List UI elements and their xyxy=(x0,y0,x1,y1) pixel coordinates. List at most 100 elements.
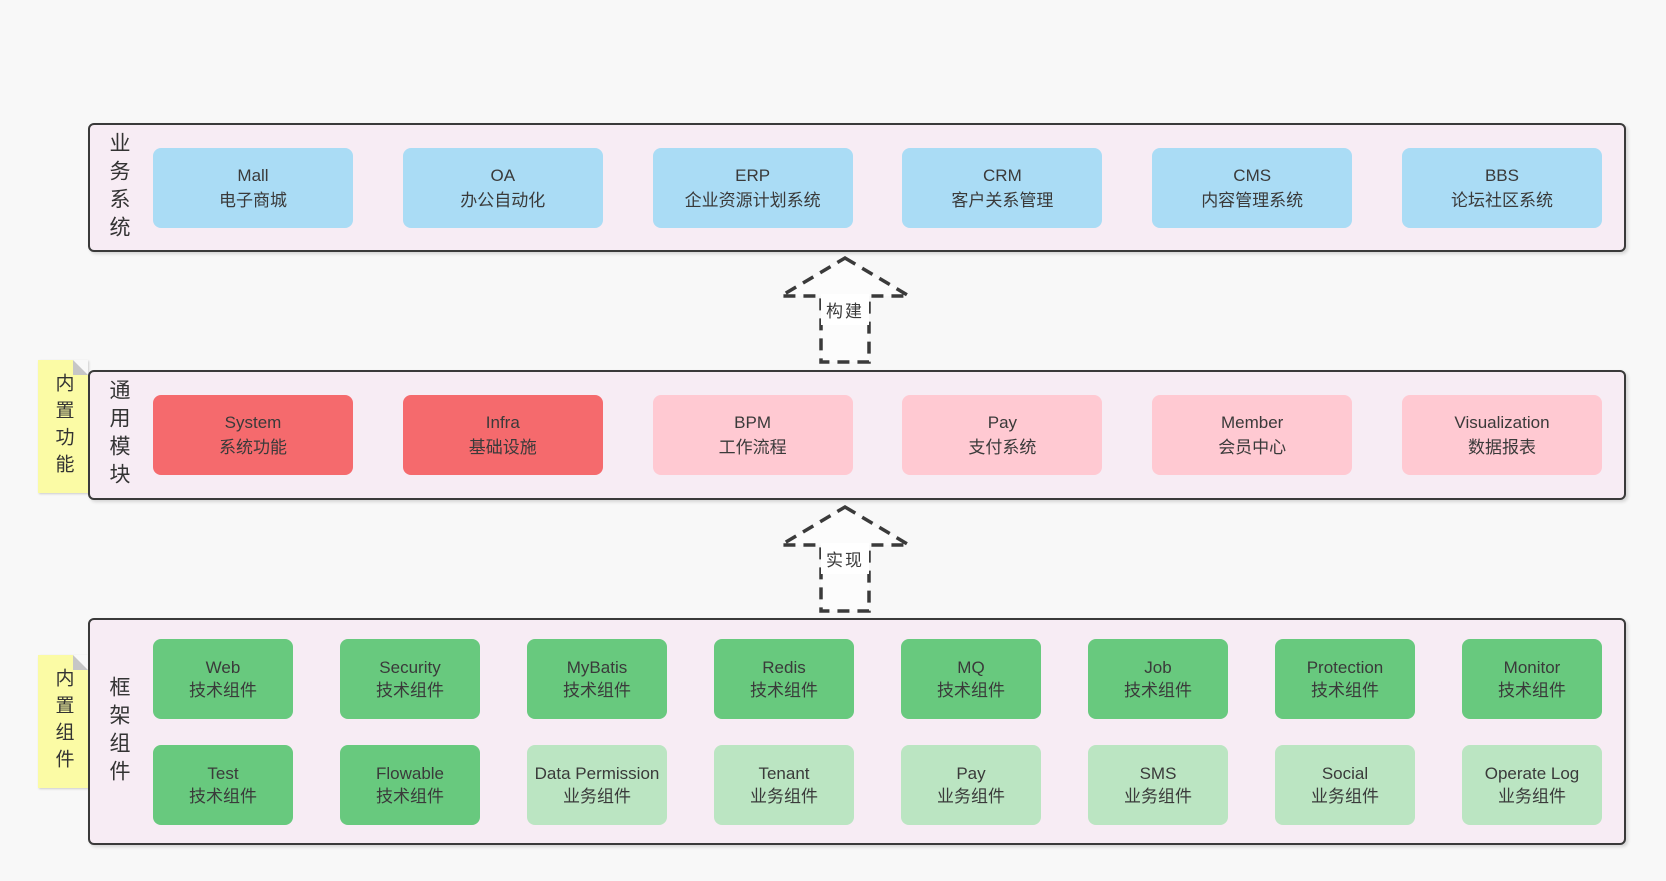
box-name: BPM xyxy=(734,413,772,432)
box-name: Monitor xyxy=(1503,657,1561,677)
component-row-tech: Web 技术组件 Security 技术组件 MyBatis 技术组件 Redi… xyxy=(153,638,1602,719)
box-name: Redis xyxy=(762,657,806,677)
box-name: Web xyxy=(205,657,241,677)
box-name: ERP xyxy=(735,165,771,185)
box-desc: 电子商城 xyxy=(219,190,287,210)
box-member: Member 会员中心 xyxy=(1152,395,1353,475)
box-redis: Redis 技术组件 xyxy=(714,638,854,719)
box-desc: 业务组件 xyxy=(750,786,818,806)
business-boxes-row: Mall 电子商城 OA 办公自动化 ERP 企业资源计划系统 CRM 客户关系… xyxy=(146,125,1624,250)
box-name: OA xyxy=(490,165,516,185)
box-desc: 支付系统 xyxy=(968,438,1037,457)
box-name: Pay xyxy=(987,413,1018,432)
layer-business-systems: 业务系统 Mall 电子商城 OA 办公自动化 ERP 企业资源计划系统 CRM… xyxy=(88,123,1626,252)
box-mall: Mall 电子商城 xyxy=(153,147,353,228)
layer-label-modules: 通用模块 xyxy=(107,379,130,491)
box-job: Job 技术组件 xyxy=(1088,638,1228,719)
box-desc: 技术组件 xyxy=(750,680,818,700)
box-name: Protection xyxy=(1306,657,1384,677)
box-desc: 业务组件 xyxy=(1124,786,1192,806)
box-desc: 技术组件 xyxy=(376,680,444,700)
box-desc: 技术组件 xyxy=(376,786,444,806)
box-name: SMS xyxy=(1139,763,1177,783)
up-arrow-implement: 实现 xyxy=(775,503,915,615)
box-name: Visualization xyxy=(1454,413,1550,432)
box-name: BBS xyxy=(1484,165,1519,185)
box-name: Flowable xyxy=(375,763,445,783)
box-name: Data Permission xyxy=(534,763,660,783)
box-desc: 技术组件 xyxy=(189,680,257,700)
box-desc: 技术组件 xyxy=(1124,680,1192,700)
box-flowable: Flowable 技术组件 xyxy=(340,744,480,825)
sticky-note-builtin-components: 内置组件 xyxy=(38,655,88,788)
box-name: MyBatis xyxy=(566,657,628,677)
box-visualization: Visualization 数据报表 xyxy=(1401,395,1602,475)
box-cms: CMS 内容管理系统 xyxy=(1152,147,1353,228)
box-desc: 业务组件 xyxy=(1311,786,1379,806)
box-pay-module: Pay 支付系统 xyxy=(902,395,1103,475)
box-tenant: Tenant 业务组件 xyxy=(714,744,854,825)
box-name: Mall xyxy=(237,165,269,185)
box-sms: SMS 业务组件 xyxy=(1088,744,1228,825)
box-protection: Protection 技术组件 xyxy=(1275,638,1415,719)
box-desc: 论坛社区系统 xyxy=(1450,190,1553,210)
arrow-label-build: 构建 xyxy=(821,294,869,325)
box-desc: 技术组件 xyxy=(1498,680,1566,700)
box-desc: 业务组件 xyxy=(1498,786,1566,806)
box-data-permission: Data Permission 业务组件 xyxy=(527,744,667,825)
box-desc: 基础设施 xyxy=(468,438,537,457)
box-bpm: BPM 工作流程 xyxy=(652,395,853,475)
box-web: Web 技术组件 xyxy=(153,638,293,719)
box-name: Pay xyxy=(956,763,986,783)
box-crm: CRM 客户关系管理 xyxy=(902,147,1103,228)
box-desc: 技术组件 xyxy=(1311,680,1379,700)
box-desc: 系统功能 xyxy=(219,438,287,457)
box-desc: 业务组件 xyxy=(937,786,1005,806)
box-desc: 企业资源计划系统 xyxy=(684,190,821,210)
box-bbs: BBS 论坛社区系统 xyxy=(1401,147,1602,228)
box-desc: 工作流程 xyxy=(718,438,787,457)
box-desc: 客户关系管理 xyxy=(951,190,1054,210)
box-desc: 数据报表 xyxy=(1467,438,1536,457)
box-name: Test xyxy=(207,763,239,783)
box-monitor: Monitor 技术组件 xyxy=(1462,638,1602,719)
box-desc: 技术组件 xyxy=(937,680,1005,700)
box-test: Test 技术组件 xyxy=(153,744,293,825)
box-name: Infra xyxy=(485,413,520,432)
box-desc: 内容管理系统 xyxy=(1201,190,1304,210)
box-name: Social xyxy=(1321,763,1369,783)
box-name: Tenant xyxy=(758,763,810,783)
component-rows: Web 技术组件 Security 技术组件 MyBatis 技术组件 Redi… xyxy=(146,620,1624,843)
box-pay-component: Pay 业务组件 xyxy=(901,744,1041,825)
box-oa: OA 办公自动化 xyxy=(402,147,603,228)
sticky-note-builtin-functions: 内置功能 xyxy=(38,360,88,493)
box-name: System xyxy=(224,413,282,432)
box-name: Security xyxy=(379,657,441,677)
box-name: Member xyxy=(1221,413,1284,432)
arrow-label-implement: 实现 xyxy=(821,543,869,574)
box-name: Job xyxy=(1144,657,1172,677)
layer-label-business: 业务系统 xyxy=(107,131,130,244)
box-name: MQ xyxy=(957,657,985,677)
component-row-business: Test 技术组件 Flowable 技术组件 Data Permission … xyxy=(153,744,1602,825)
box-social: Social 业务组件 xyxy=(1275,744,1415,825)
box-desc: 业务组件 xyxy=(563,786,631,806)
module-boxes-row: System 系统功能 Infra 基础设施 BPM 工作流程 Pay 支付系统… xyxy=(146,372,1624,498)
box-erp: ERP 企业资源计划系统 xyxy=(652,147,853,228)
box-operate-log: Operate Log 业务组件 xyxy=(1462,744,1602,825)
box-system: System 系统功能 xyxy=(153,395,353,475)
box-desc: 办公自动化 xyxy=(460,190,546,210)
box-name: Operate Log xyxy=(1484,763,1580,783)
box-name: CRM xyxy=(983,165,1022,185)
box-desc: 技术组件 xyxy=(563,680,631,700)
box-security: Security 技术组件 xyxy=(340,638,480,719)
up-arrow-build: 构建 xyxy=(775,254,915,366)
box-mybatis: MyBatis 技术组件 xyxy=(527,638,667,719)
box-desc: 会员中心 xyxy=(1218,438,1287,457)
layer-common-modules: 通用模块 System 系统功能 Infra 基础设施 BPM 工作流程 Pay… xyxy=(88,370,1626,500)
layer-label-components: 框架组件 xyxy=(107,675,130,788)
box-desc: 技术组件 xyxy=(189,786,257,806)
box-mq: MQ 技术组件 xyxy=(901,638,1041,719)
layer-framework-components: 框架组件 Web 技术组件 Security 技术组件 MyBatis 技术组件… xyxy=(88,618,1626,845)
